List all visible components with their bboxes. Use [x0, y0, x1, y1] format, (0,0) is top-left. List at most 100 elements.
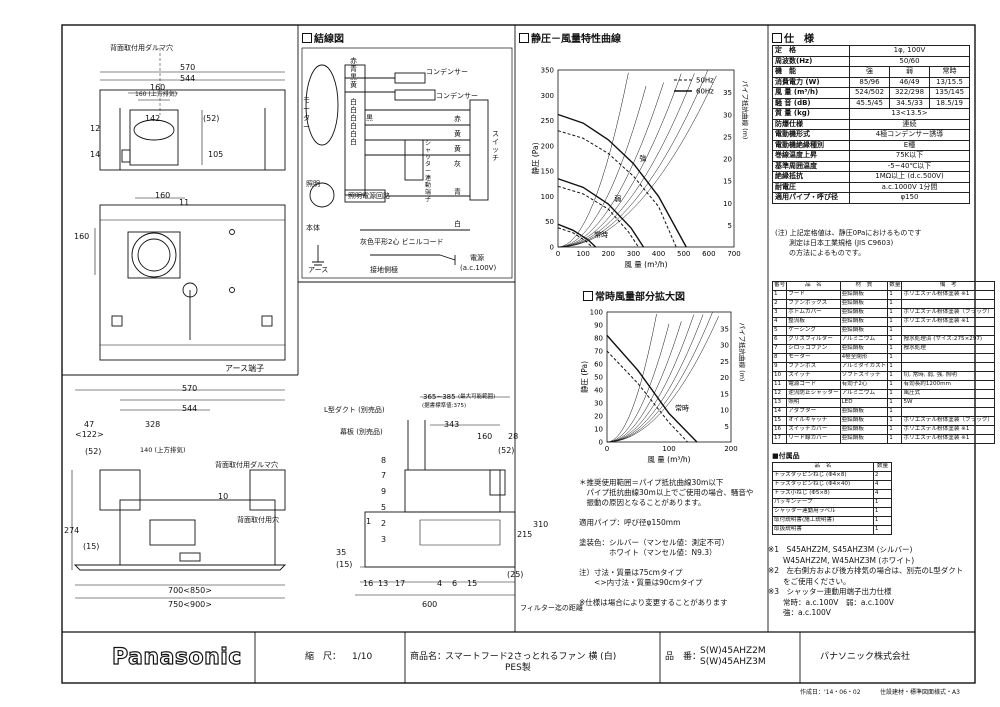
- spec-value: 85/96: [849, 76, 890, 88]
- parts-cell: 14: [771, 407, 788, 417]
- side-part-2: 2: [381, 519, 387, 528]
- zoom-chart-pipe-curve: [606, 313, 657, 443]
- dim-750: 750<900>: [168, 600, 212, 609]
- spec-label: 基準周囲温度: [772, 160, 850, 172]
- parts-cell: 10: [771, 371, 788, 381]
- wire-red: 赤: [350, 57, 357, 65]
- wire-white-5: 白: [350, 130, 357, 138]
- zoom-chart-y2tick: 30: [720, 342, 729, 350]
- main-chart-series-line: [557, 223, 597, 248]
- parts-cell: 1: [887, 353, 903, 363]
- side-part-4: 4: [437, 579, 443, 588]
- spec-label: 巻線温度上昇: [772, 150, 850, 162]
- main-chart-xtick: 300: [627, 250, 640, 258]
- zoom-chart-pipe-curve: [606, 323, 670, 443]
- zoom-chart-pipe-curve: [606, 314, 695, 443]
- spec-value: 18.5/19: [929, 97, 970, 109]
- parts-cell: 亜鉛鋼板: [839, 416, 889, 426]
- accessory-row: トラス小ねじ (Φ5×8)4: [772, 489, 893, 499]
- main-chart-y2label: パイプ抵抗曲線 (m): [741, 81, 750, 140]
- accessory-row: 取付説明書(施工説明書)1: [772, 516, 893, 526]
- parts-cell: 8: [771, 353, 788, 363]
- spec-label: 質 量 (kg): [772, 108, 850, 120]
- wire-black-2: 黒: [366, 114, 373, 122]
- spec-label: 騒 音 (dB): [772, 97, 850, 109]
- product-material: PES製: [505, 663, 531, 673]
- main-chart-ytick: 350: [541, 67, 554, 75]
- wire-black: 黒: [350, 73, 357, 81]
- note-line: <>内寸法・質量は90cmタイプ: [579, 578, 703, 587]
- dim-47: 47: [84, 420, 95, 429]
- motor-label: モーター: [303, 96, 310, 131]
- filter-distance-label: フィルター迄の距離: [520, 604, 583, 612]
- parts-cell: LED: [839, 398, 889, 408]
- zoom-chart-ytick: 90: [594, 322, 603, 330]
- parts-header-cell: 数量: [887, 281, 903, 291]
- zoom-chart-y2tick: 5: [725, 423, 729, 431]
- note-line: 塗装色：シルバー（マンセル値：測定不可）: [579, 538, 729, 547]
- main-chart-ylabel: 静圧 (Pa): [530, 142, 540, 174]
- lighting-circuit-label: 照明電源回路: [348, 192, 390, 200]
- accessory-cell: 4: [872, 489, 893, 499]
- spec-label: 周波数(Hz): [772, 55, 850, 67]
- dim-122: <122>: [75, 430, 104, 439]
- parts-cell: 12: [771, 389, 788, 399]
- parts-cell: 電源コード: [786, 380, 841, 390]
- installation-notes: ＊推奨使用範囲＝パイプ抵抗曲線30m以下 パイプ抵抗曲線30m以上でご使用の場合…: [579, 478, 753, 608]
- parts-cell: ケーシング: [786, 326, 841, 336]
- zoom-chart-ytick: 50: [594, 374, 603, 382]
- spec-label: 風 量 (m³/h): [772, 87, 850, 99]
- spec-label: 機 能: [772, 66, 850, 78]
- parts-cell: 15: [771, 416, 788, 426]
- switch-label: スイッチ: [492, 130, 499, 162]
- parts-cell: 2: [771, 299, 788, 309]
- parts-cell: アルミダイカスト: [839, 362, 889, 372]
- spec-value: 常時: [929, 66, 970, 78]
- parts-header-cell: 番号: [771, 281, 788, 291]
- spec-value: -5~40℃以下: [849, 160, 970, 172]
- side-part-15: 15: [467, 579, 478, 588]
- parts-cell: ボトムカバー: [786, 308, 841, 318]
- zoom-chart-xtick: 100: [662, 445, 675, 453]
- parts-cell: 1: [771, 290, 788, 300]
- main-chart-series-line: [557, 178, 645, 248]
- dim-328: 328: [145, 420, 161, 429]
- zoom-chart-xlabel: 風 量 (m³/h): [647, 455, 690, 464]
- side-part-13: 13: [378, 579, 389, 588]
- main-chart-xtick: 0: [556, 250, 560, 258]
- part-12-label: 12: [90, 124, 101, 133]
- side-part-7: 7: [381, 471, 387, 480]
- main-chart-pipe-curve: [557, 73, 682, 248]
- main-chart-curve-label: 常時: [594, 230, 608, 239]
- spec-label: 適用パイプ・呼び径: [772, 192, 850, 204]
- main-chart-y2tick: 5: [728, 222, 732, 230]
- parts-cell: アルミニウム: [839, 389, 889, 399]
- dim-343: 343: [444, 420, 460, 429]
- parts-cell: 1: [887, 380, 903, 390]
- note-line: 振動の原因となることがあります。: [579, 498, 706, 507]
- parts-cell: 1: [887, 416, 903, 426]
- spec-row: 基準周囲温度-5~40℃以下: [772, 160, 970, 172]
- note-line: 注）寸法・質量は75cmタイプ: [579, 568, 683, 577]
- part-11-label: 11: [179, 198, 190, 207]
- parts-cell: アダプター: [786, 407, 841, 417]
- parts-cell: 亜鉛鋼板: [839, 308, 889, 318]
- l-duct-label: L型ダクト (別売品): [324, 406, 385, 414]
- spec-row: 防爆仕様連続: [772, 118, 970, 130]
- shutter-terminal-label: シャッター連動端子: [425, 140, 432, 203]
- parts-header-cell: 備 考: [901, 281, 995, 291]
- spec-value: 1MΩ以上 (d.c.500V): [849, 171, 970, 183]
- parts-cell: 亜鉛鋼板: [839, 299, 889, 309]
- parts-cell: ポリエステル粉体塗装（ブラック）: [901, 416, 995, 426]
- main-chart-pipe-curve: [557, 75, 717, 248]
- main-chart-y2tick: 20: [723, 156, 732, 164]
